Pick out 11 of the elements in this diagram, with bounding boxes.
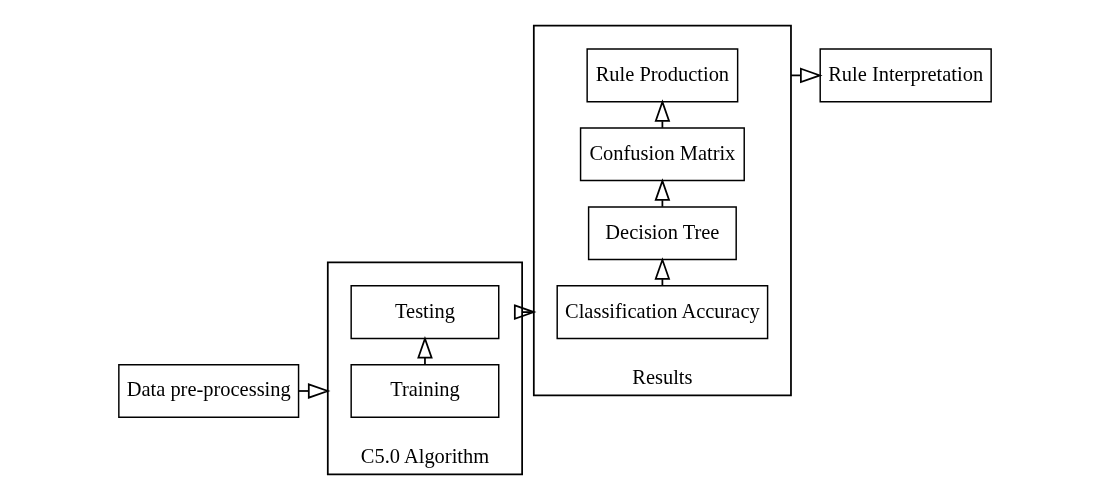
node-box: Rule Production (586, 48, 739, 103)
arrow (297, 383, 331, 399)
arrow (417, 336, 433, 366)
node-box: Testing (350, 285, 500, 340)
arrow (513, 304, 537, 320)
node-box: Confusion Matrix (579, 127, 745, 182)
node-box: Classification Accuracy (556, 285, 769, 340)
node-box: Rule Interpretation (819, 48, 992, 103)
node-box: Training (350, 363, 500, 419)
node-box: Decision Tree (587, 206, 737, 261)
node-box: Data pre-processing (118, 363, 300, 419)
